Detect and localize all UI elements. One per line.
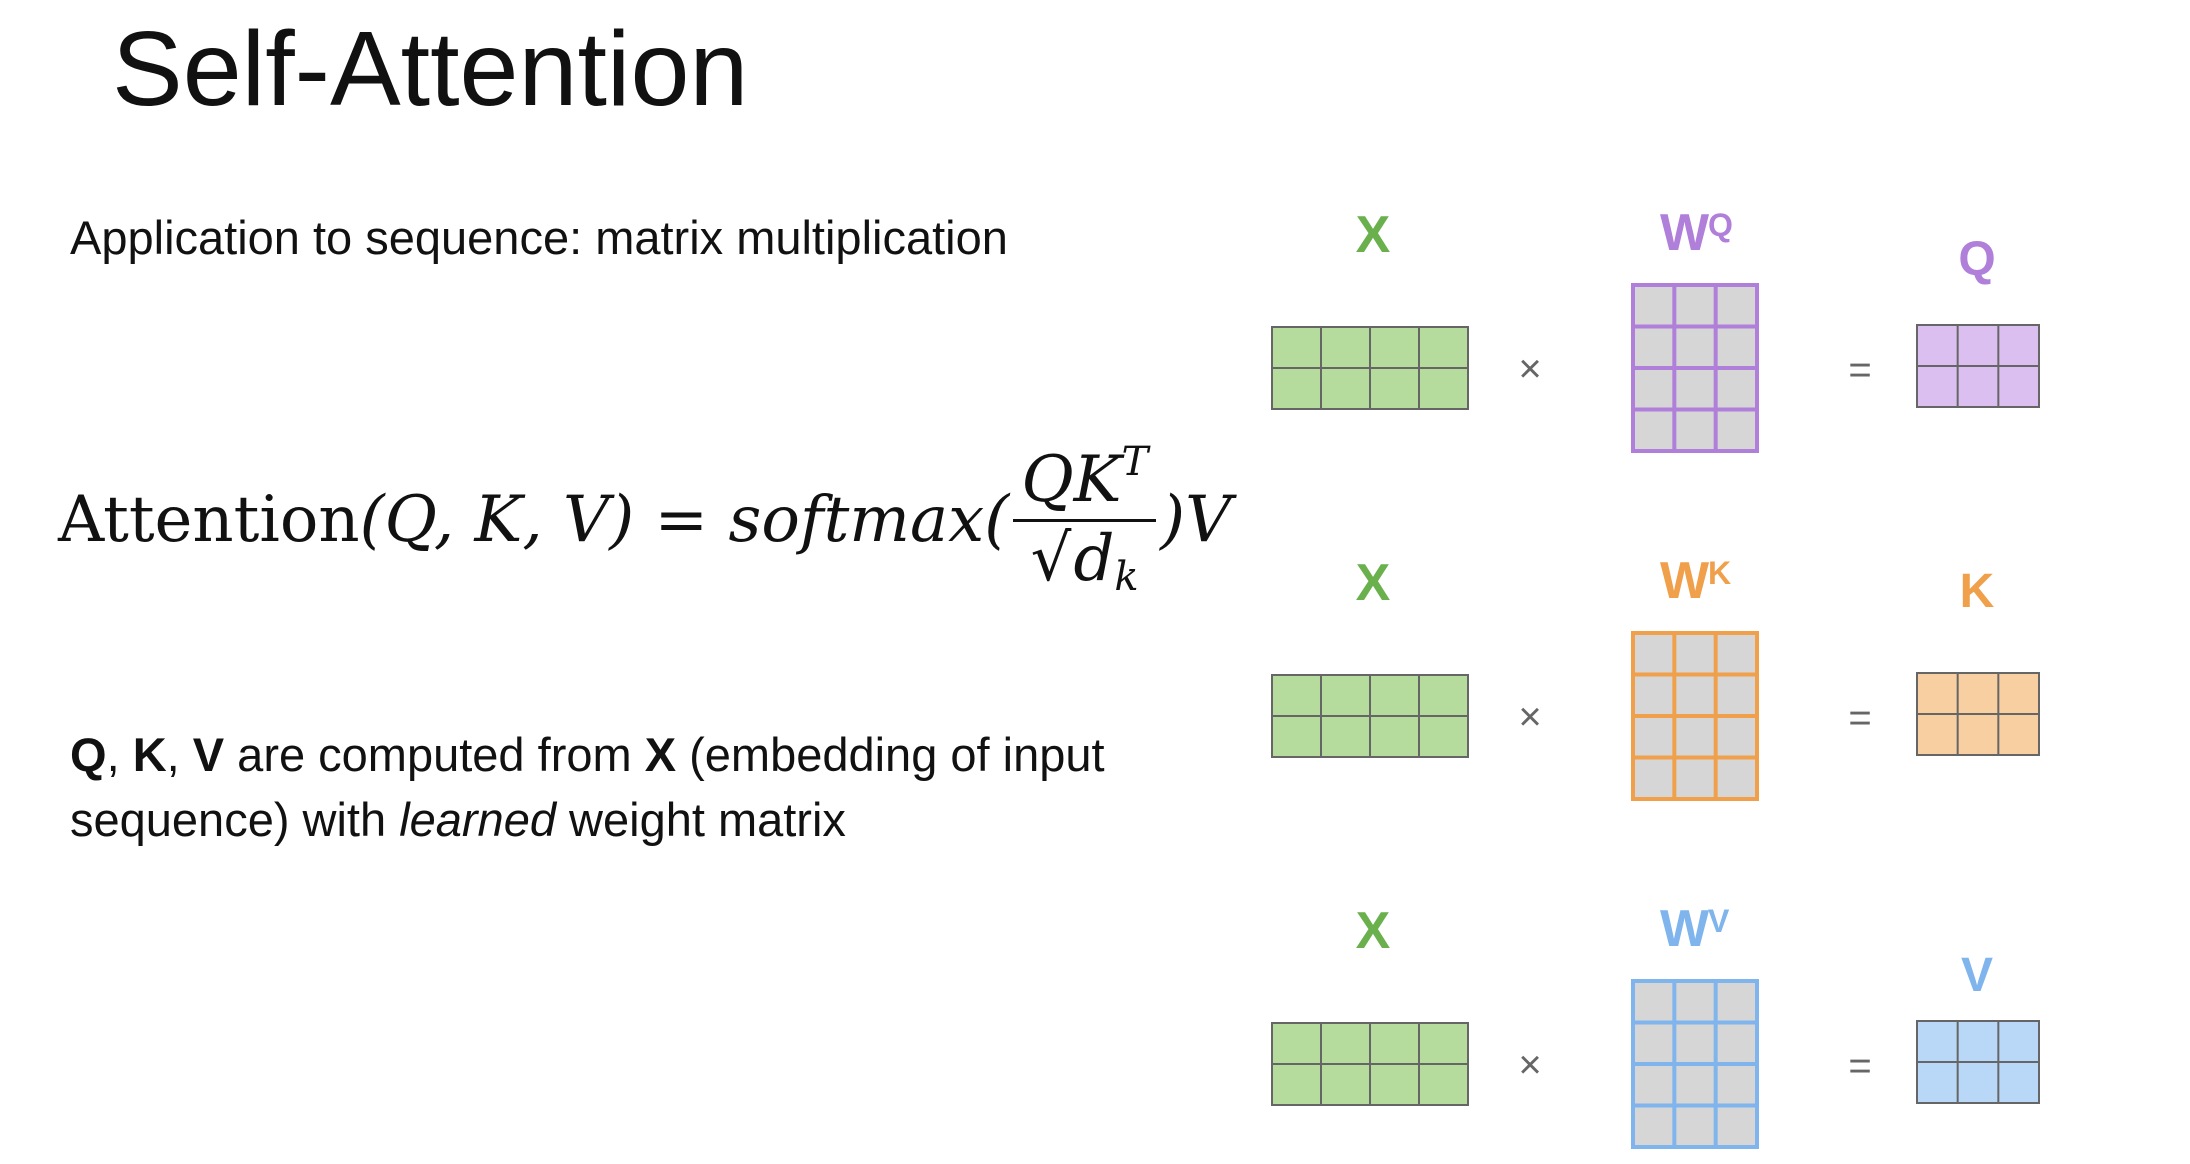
v-term: V bbox=[192, 728, 225, 781]
output-label-q: Q bbox=[1958, 233, 1995, 286]
w-sup-label-v: V bbox=[1708, 903, 1730, 939]
formula-fraction: QKT √dk bbox=[1013, 439, 1157, 599]
attention-formula: Attention (Q, K, V) = softmax( QKT √dk )… bbox=[58, 420, 1231, 620]
formula-args: (Q, K, V) = softmax( bbox=[359, 483, 1010, 557]
x-label-q: X bbox=[1356, 206, 1391, 264]
k-term: K bbox=[132, 728, 167, 781]
equals-sign-k: = bbox=[1848, 696, 1871, 740]
numerator-sup: T bbox=[1121, 439, 1149, 486]
equals-sign-v: = bbox=[1848, 1044, 1871, 1088]
output-label-v: V bbox=[1961, 949, 1993, 1002]
learned-term: learned bbox=[399, 793, 556, 846]
sqrt-symbol: √ bbox=[1030, 521, 1072, 596]
x-term: X bbox=[644, 728, 677, 781]
denominator-text: dk bbox=[1071, 518, 1139, 599]
denominator-sub: k bbox=[1114, 553, 1139, 600]
x-label-k: X bbox=[1356, 554, 1391, 612]
w-label-k: W bbox=[1660, 552, 1710, 610]
q-term: Q bbox=[70, 728, 107, 781]
w-label-q: W bbox=[1660, 204, 1710, 262]
numerator-text: QK bbox=[1021, 443, 1122, 518]
w-label-v: W bbox=[1660, 900, 1710, 958]
times-sign-k: × bbox=[1518, 695, 1541, 739]
rest-text-1: (embedding of input sequence) with bbox=[70, 728, 1105, 846]
page-title: Self-Attention bbox=[112, 10, 749, 128]
formula-name: Attention bbox=[58, 483, 360, 557]
denominator-d: d bbox=[1073, 521, 1115, 596]
equals-sign-q: = bbox=[1848, 348, 1871, 392]
output-label-k: K bbox=[1960, 565, 1995, 618]
x-label-v: X bbox=[1356, 902, 1391, 960]
times-sign-q: × bbox=[1518, 347, 1541, 391]
sep-1: , bbox=[106, 728, 133, 781]
sep-2: , bbox=[166, 728, 193, 781]
mid-text: are computed from bbox=[224, 728, 645, 781]
w-sup-label-k: K bbox=[1708, 555, 1731, 591]
formula-denominator: √dk bbox=[1030, 518, 1139, 599]
explanation-text: Q, K, V are computed from X (embedding o… bbox=[70, 722, 1170, 852]
formula-numerator: QKT bbox=[1013, 439, 1157, 522]
times-sign-v: × bbox=[1518, 1043, 1541, 1087]
rest-text-2: weight matrix bbox=[555, 793, 846, 846]
formula-tail: )V bbox=[1160, 483, 1232, 557]
subtitle: Application to sequence: matrix multipli… bbox=[70, 211, 1008, 264]
w-sup-label-q: Q bbox=[1708, 207, 1733, 243]
